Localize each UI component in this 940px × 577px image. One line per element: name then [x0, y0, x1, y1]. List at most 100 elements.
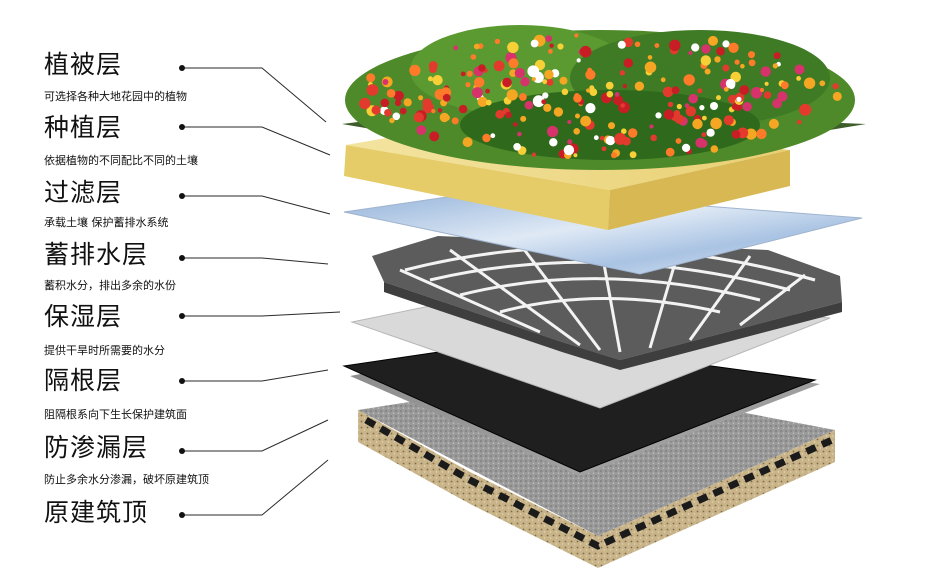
flower-dot	[573, 153, 578, 158]
flower-dot	[586, 88, 591, 93]
layer-desc-filter: 承载土壤 保护蓄排水系统	[44, 216, 169, 229]
flower-dot	[432, 75, 443, 86]
flower-dot	[716, 95, 721, 101]
flower-dot	[714, 56, 721, 63]
flower-dot	[605, 81, 614, 90]
flower-dot	[519, 93, 527, 101]
flower-dot	[606, 90, 614, 98]
flower-dot	[495, 109, 505, 119]
flower-dot	[366, 84, 379, 96]
flower-dot	[650, 134, 657, 142]
flower-dot	[470, 54, 477, 60]
flower-dot	[685, 106, 696, 117]
flower-dot	[557, 43, 564, 50]
flower-dot	[416, 125, 427, 135]
flower-dot	[728, 42, 739, 53]
flower-dot	[593, 135, 599, 141]
flower-dot	[611, 152, 617, 159]
layer-title-waterproof: 防渗漏层	[44, 433, 149, 462]
flower-dot	[471, 87, 483, 99]
flower-dot	[561, 88, 569, 96]
flower-dot	[748, 51, 755, 59]
flower-dot	[722, 64, 730, 72]
flower-dot	[548, 49, 553, 54]
flower-dot	[676, 103, 682, 110]
flower-dot	[764, 81, 769, 86]
flower-dot	[453, 45, 459, 51]
flower-dot	[524, 100, 534, 110]
flower-dot	[832, 83, 839, 90]
flower-dot	[530, 39, 539, 48]
flower-dot	[527, 65, 540, 78]
flower-dot	[508, 58, 519, 69]
flower-dot	[772, 63, 778, 69]
leader-line-root	[182, 369, 329, 382]
leader-line-drainage	[182, 257, 329, 265]
leader-dot	[179, 313, 185, 319]
flower-dot	[437, 108, 443, 113]
flower-dot	[477, 96, 488, 107]
layer-title-root-barrier: 隔根层	[44, 366, 123, 395]
flower-dot	[691, 43, 700, 52]
flower-dot	[393, 90, 404, 101]
layer-desc-drainage: 蓄积水分，排出多余的水份	[44, 279, 176, 292]
leader-lines	[182, 67, 341, 516]
flower-dot	[473, 43, 480, 50]
flower-dot	[580, 115, 591, 127]
flower-dot	[462, 137, 473, 148]
flower-dot	[520, 115, 527, 122]
flower-dot	[549, 43, 554, 48]
flower-dot	[541, 99, 547, 105]
flower-dot	[706, 128, 715, 137]
flower-dot	[563, 144, 575, 156]
flower-dot	[493, 60, 505, 72]
flower-dot	[634, 41, 641, 48]
flower-dot	[768, 118, 779, 129]
flower-dot	[763, 91, 772, 99]
flower-dot	[660, 77, 666, 83]
flower-dot	[490, 133, 496, 139]
flower-dot	[797, 119, 802, 125]
flower-dot	[505, 111, 512, 119]
flower-dot	[384, 109, 392, 117]
flower-dot	[742, 102, 752, 112]
flower-dot	[399, 107, 407, 115]
leader-dot	[179, 65, 185, 71]
filter-layer-illustration	[343, 189, 863, 275]
flower-dot	[716, 46, 725, 56]
flower-dot	[623, 58, 633, 68]
flower-dot	[739, 85, 750, 95]
layer-title-planting: 种植层	[44, 113, 123, 142]
flower-dot	[429, 131, 440, 142]
flower-dot	[622, 84, 627, 89]
flower-dot	[394, 99, 402, 107]
flower-dot	[647, 55, 653, 60]
flower-dot	[673, 110, 681, 117]
flower-dot	[756, 128, 767, 140]
flower-dot	[692, 118, 703, 130]
flower-dot	[409, 64, 421, 76]
flower-dot	[366, 73, 376, 83]
flower-dot	[542, 79, 548, 85]
flower-dot	[620, 103, 625, 108]
flower-dot	[663, 109, 675, 120]
flower-dot	[532, 95, 545, 108]
layer-desc-vegetation: 可选择各种大地花园中的植物	[44, 90, 187, 103]
flower-dot	[796, 76, 801, 81]
flower-dot	[579, 45, 592, 58]
leader-line-waterproof	[182, 419, 329, 452]
flower-dot	[380, 98, 390, 108]
flower-dot	[674, 114, 684, 124]
flower-dot	[710, 102, 718, 110]
flower-dot	[675, 138, 682, 144]
flower-dot	[531, 76, 536, 82]
flower-dot	[617, 40, 626, 49]
flower-dot	[671, 86, 680, 95]
flower-dot	[389, 117, 395, 124]
flower-dot	[431, 109, 436, 114]
flower-dot	[710, 145, 719, 153]
flower-dot	[745, 128, 757, 140]
layer-desc-planting: 依据植物的不同配比不同的土壤	[44, 154, 198, 167]
leader-line-filter	[182, 195, 331, 215]
